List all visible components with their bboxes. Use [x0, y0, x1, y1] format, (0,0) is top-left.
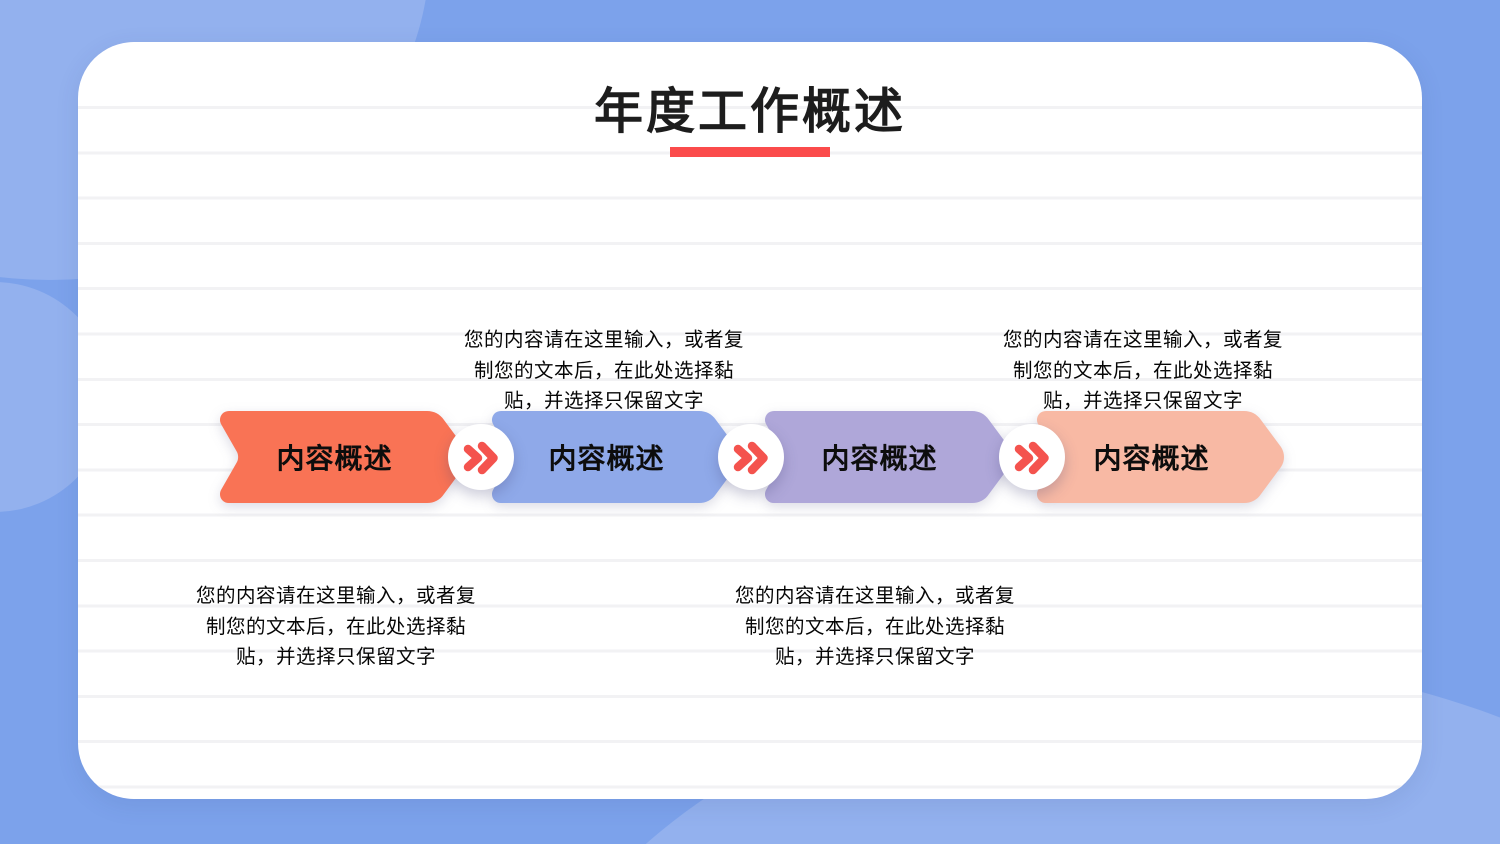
placeholder-line: 您的内容请在这里输入，或者复 — [195, 585, 476, 607]
placeholder-line: 制您的文本后，在此处选择黏 — [744, 615, 1005, 638]
placeholder-text-top-1: 您的内容请在这里输入，或者复 制您的文本后，在此处选择黏 贴，并选择只保留文字 — [434, 325, 774, 417]
arrow-banner-shape — [219, 411, 467, 503]
step-label: 内容概述 — [548, 443, 665, 474]
process-arrow-1: 内容概述 — [213, 411, 470, 503]
placeholder-line: 贴，并选择只保留文字 — [774, 646, 975, 668]
placeholder-line: 制您的文本后，在此处选择黏 — [205, 615, 466, 638]
placeholder-text-top-2: 您的内容请在这里输入，或者复 制您的文本后，在此处选择黏 贴，并选择只保留文字 — [973, 325, 1313, 417]
placeholder-line: 制您的文本后，在此处选择黏 — [473, 359, 734, 382]
placeholder-line: 您的内容请在这里输入，或者复 — [463, 329, 744, 351]
placeholder-line: 制您的文本后，在此处选择黏 — [1012, 359, 1273, 382]
connector-circle-3 — [999, 424, 1065, 490]
placeholder-text-bottom-1: 您的内容请在这里输入，或者复 制您的文本后，在此处选择黏 贴，并选择只保留文字 — [166, 581, 506, 673]
connector-circle-1 — [448, 424, 514, 490]
double-chevron-right-icon — [463, 441, 498, 475]
connector-circle-2 — [718, 424, 784, 490]
placeholder-line: 您的内容请在这里输入，或者复 — [1002, 329, 1283, 351]
double-chevron-right-icon — [733, 441, 768, 475]
placeholder-line: 贴，并选择只保留文字 — [1042, 390, 1243, 412]
arrow-banner-shape — [1036, 411, 1284, 503]
step-label: 内容概述 — [1093, 443, 1210, 474]
page-title: 年度工作概述 — [593, 85, 906, 139]
arrow-banner-shape — [491, 411, 739, 503]
placeholder-line: 贴，并选择只保留文字 — [503, 390, 704, 412]
placeholder-line: 您的内容请在这里输入，或者复 — [734, 585, 1015, 607]
slide-card: 年度工作概述 您的内容请在这里输入，或者复 制您的文本后，在此处选择黏 贴，并选… — [78, 42, 1422, 799]
arrow-banner-shape — [764, 411, 1012, 503]
process-arrow-3: 内容概述 — [758, 411, 1015, 503]
double-chevron-right-icon — [1014, 441, 1049, 475]
step-label: 内容概述 — [821, 443, 938, 474]
placeholder-text-bottom-2: 您的内容请在这里输入，或者复 制您的文本后，在此处选择黏 贴，并选择只保留文字 — [705, 581, 1045, 673]
title-underline — [670, 147, 830, 157]
process-arrow-4: 内容概述 — [1030, 411, 1287, 503]
process-arrow-2: 内容概述 — [485, 411, 742, 503]
step-label: 内容概述 — [276, 443, 393, 474]
placeholder-line: 贴，并选择只保留文字 — [235, 646, 436, 668]
